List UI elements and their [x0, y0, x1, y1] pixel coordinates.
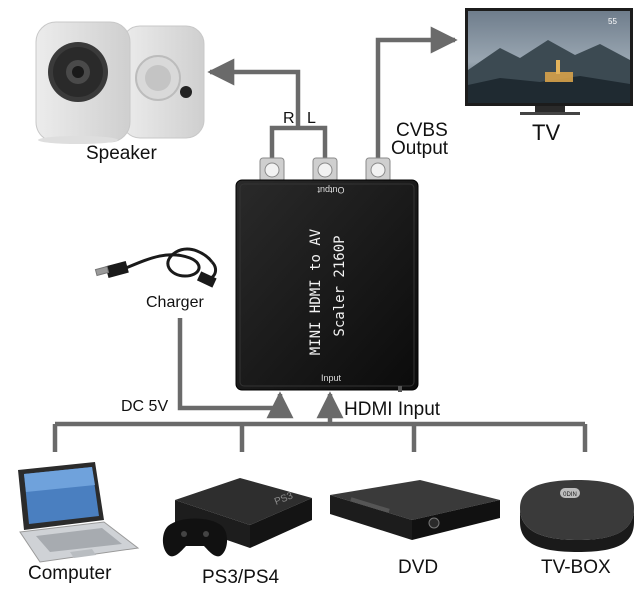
- computer-label: Computer: [28, 563, 111, 585]
- charger-cable-image: [95, 249, 215, 286]
- rca-jack-r: [260, 158, 284, 182]
- cvbs-label-line2: Output: [391, 138, 448, 160]
- gamepad-image: [163, 519, 227, 557]
- converter-title-line2: Scaler 2160P: [332, 235, 348, 336]
- hdmi-input-label: HDMI Input: [344, 399, 440, 421]
- tvbox-image: 0DIN: [520, 480, 634, 552]
- converter-box: Output MINI HDMI to AV Scaler 2160P Inpu…: [236, 158, 418, 392]
- tv-image: 55: [465, 8, 633, 115]
- speaker-image: [36, 22, 204, 144]
- audio-r-label: R: [283, 110, 295, 128]
- dvd-label: DVD: [398, 557, 438, 579]
- converter-input-label: Input: [321, 373, 342, 383]
- dvd-player-image: [330, 480, 500, 540]
- audio-l-label: L: [307, 110, 316, 128]
- converter-output-label: Output: [317, 185, 345, 195]
- dc-5v-label: DC 5V: [121, 398, 168, 416]
- tvbox-label: TV-BOX: [541, 557, 611, 579]
- tv-label: TV: [532, 120, 560, 146]
- audio-line: [272, 128, 325, 158]
- tvbox-logo: 0DIN: [563, 492, 577, 498]
- converter-title-line1: MINI HDMI to AV: [308, 228, 324, 355]
- computer-image: [18, 462, 138, 562]
- speaker-label: Speaker: [86, 143, 157, 165]
- tv-corner-text: 55: [608, 17, 617, 26]
- charger-label: Charger: [146, 294, 204, 312]
- rca-jack-l: [313, 158, 337, 182]
- ps-label: PS3/PS4: [202, 567, 279, 589]
- rca-jack-cvbs: [366, 158, 390, 182]
